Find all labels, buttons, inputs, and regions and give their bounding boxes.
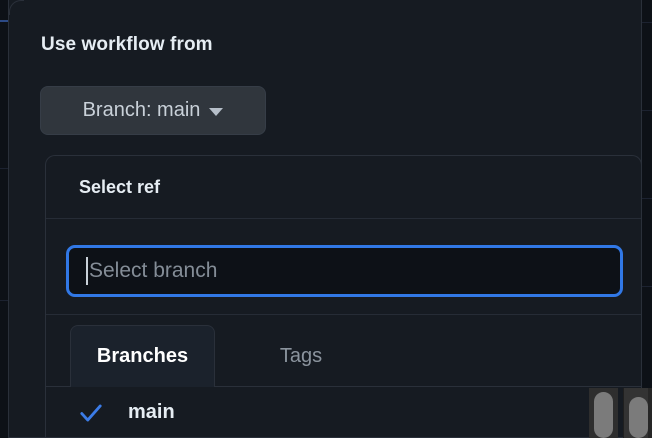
branch-selector-label: Branch: main: [82, 99, 201, 121]
branch-selector-button[interactable]: Branch: main: [40, 86, 266, 135]
check-icon: [80, 404, 102, 421]
tab-tags[interactable]: Tags: [279, 344, 323, 367]
search-field-wrapper: [66, 245, 623, 297]
select-ref-panel: Select ref Branches Tags main: [45, 155, 641, 437]
backdrop-accent-line: [0, 20, 9, 22]
select-ref-header: Select ref: [46, 156, 641, 219]
backdrop-divider-line: [641, 198, 652, 199]
list-item[interactable]: main: [46, 387, 641, 437]
backdrop-divider-line: [0, 168, 9, 169]
backdrop-divider-line: [641, 286, 652, 287]
backdrop-divider-line: [0, 300, 9, 301]
tab-branches[interactable]: Branches: [70, 325, 215, 387]
ref-list: main: [46, 387, 641, 437]
scrollbar-thumb[interactable]: [629, 397, 648, 438]
select-ref-search-area: [46, 219, 641, 315]
ref-type-tabs: Branches Tags: [46, 315, 641, 387]
dialog-title: Use workflow from: [41, 34, 213, 55]
list-item-label: main: [128, 401, 175, 423]
page-backdrop-right: [641, 0, 652, 438]
backdrop-divider-line: [641, 110, 652, 111]
inner-vertical-scrollbar[interactable]: [589, 388, 618, 438]
use-workflow-from-dialog: Use workflow from Branch: main Select re…: [8, 0, 642, 438]
chevron-down-icon: [209, 108, 224, 116]
branch-search-input[interactable]: [66, 245, 623, 297]
window-vertical-scrollbar[interactable]: [623, 388, 652, 438]
backdrop-divider-line: [641, 22, 652, 23]
scrollbar-edge: [648, 388, 652, 438]
text-caret: [86, 257, 88, 285]
select-ref-title: Select ref: [79, 177, 161, 197]
scrollbar-thumb[interactable]: [594, 392, 613, 438]
